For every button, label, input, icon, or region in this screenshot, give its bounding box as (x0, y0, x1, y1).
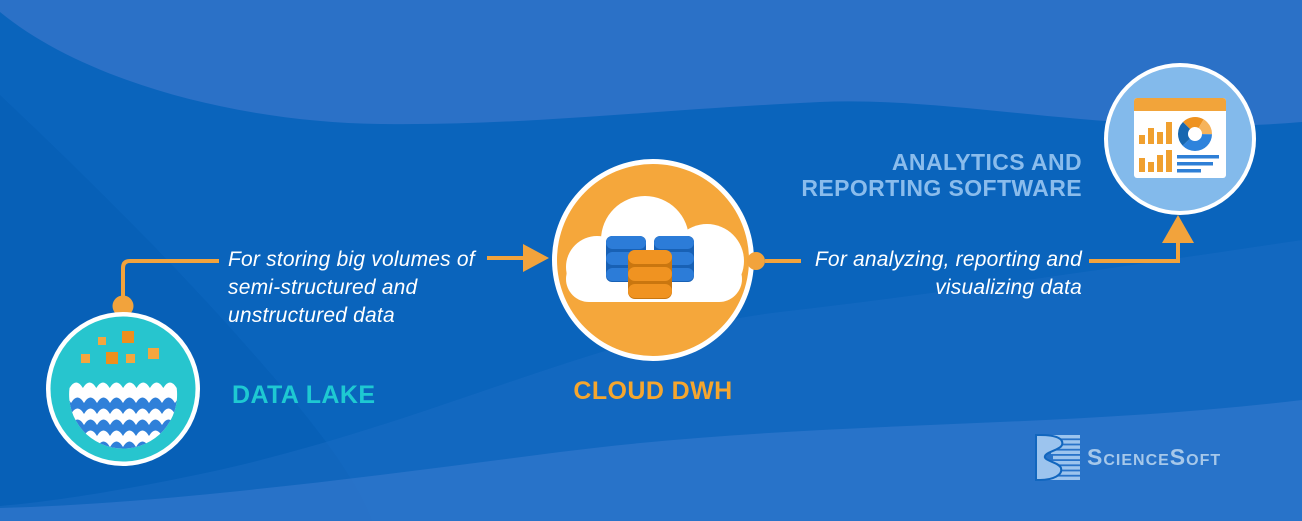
annotation-line: For storing big volumes of (228, 248, 475, 271)
connector-elbow-line (1089, 243, 1180, 263)
connector-datalake-line (112, 259, 219, 317)
analytics-label: ANALYTICS AND REPORTING SOFTWARE (801, 149, 1082, 201)
arrow-to-clouddwh (487, 244, 549, 272)
cloud-dwh-label: CLOUD DWH (573, 377, 733, 405)
connector-elbow-line (121, 259, 219, 306)
arrowhead-right-icon (523, 244, 549, 272)
annotation-line: For analyzing, reporting and (814, 248, 1082, 271)
cloud-dwh-icon (552, 159, 754, 361)
logo-s-shape (1035, 434, 1064, 481)
arrowhead-up-icon (1162, 215, 1194, 243)
annotation-storing: For storing big volumes of semi-structur… (228, 246, 475, 330)
donut-chart-icon (1178, 117, 1212, 151)
connector-dwh-to-analytics (747, 215, 1194, 270)
annotation-line: visualizing data (935, 276, 1082, 299)
analytics-label-line: REPORTING SOFTWARE (801, 175, 1082, 201)
data-lake-icon (46, 312, 200, 466)
annotation-analyzing: For analyzing, reporting and visualizing… (815, 246, 1082, 302)
annotation-line: semi-structured and (228, 276, 418, 299)
bar-chart-icon (1139, 150, 1172, 172)
water-waves-icon (69, 382, 178, 449)
bar-chart-icon (1139, 122, 1172, 144)
annotation-line: unstructured data (228, 304, 395, 327)
data-squares-icon (81, 331, 159, 364)
analytics-icon (1104, 63, 1256, 215)
connector-dot (112, 295, 134, 317)
database-cylinders-icon (606, 236, 694, 299)
data-lake-label: DATA LAKE (232, 381, 376, 409)
text-lines-icon (1177, 155, 1219, 173)
connector-dot (747, 252, 765, 270)
analytics-label-line: ANALYTICS AND (891, 149, 1082, 175)
dashboard-window-icon (1134, 98, 1226, 178)
sciencesoft-logo-icon (1035, 434, 1080, 481)
sciencesoft-logo-text: ScienceSoft (1087, 444, 1222, 470)
